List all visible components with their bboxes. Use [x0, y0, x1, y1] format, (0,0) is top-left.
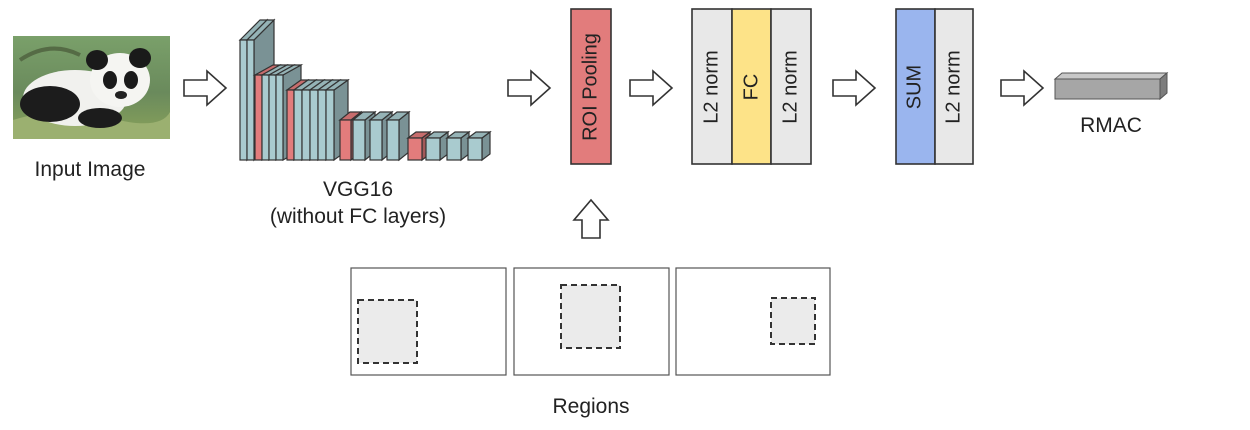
vgg-layer — [286, 89, 295, 161]
vgg-layer — [317, 89, 327, 161]
flow-arrows — [183, 69, 1045, 239]
vgg-layer — [425, 137, 441, 161]
input-panda-image — [13, 36, 170, 139]
arrow-right-icon — [507, 69, 552, 107]
vgg-layer — [339, 119, 352, 161]
fc-label: FC — [740, 73, 763, 101]
vgg-layer — [446, 137, 462, 161]
roi-pooling-label: ROI Pooling — [579, 33, 602, 141]
regions-label: Regions — [552, 395, 630, 418]
region-panels — [350, 267, 831, 376]
vgg-layer — [325, 89, 335, 161]
rmac-vector — [1053, 71, 1169, 101]
l2-norm-label: L2 norm — [942, 50, 965, 124]
normalization-fc-block — [691, 8, 812, 165]
arrow-right-icon — [629, 69, 674, 107]
sum-label: SUM — [903, 64, 926, 110]
vgg-layer — [407, 137, 423, 161]
region-box — [560, 284, 621, 349]
vgg-layer — [239, 39, 248, 161]
input-image-label: Input Image — [34, 158, 146, 181]
rmac-label: RMAC — [1080, 114, 1142, 137]
region-box — [357, 299, 418, 364]
arrow-right-icon — [1000, 69, 1045, 107]
vgg-layer — [386, 119, 400, 161]
vgg-layer — [268, 74, 277, 161]
vgg-layer — [261, 74, 270, 161]
vgg-layer — [246, 39, 255, 161]
l2-norm-label: L2 norm — [700, 50, 723, 124]
vgg16-sublabel: (without FC layers) — [269, 205, 447, 228]
vgg16-label: VGG16 — [322, 178, 394, 201]
vgg-layer — [301, 89, 311, 161]
arrow-right-icon — [183, 69, 228, 107]
arrow-up-icon — [572, 198, 610, 239]
vgg-layer — [467, 137, 483, 161]
vgg-layer — [293, 89, 303, 161]
arrow-right-icon — [832, 69, 877, 107]
vgg-layer — [254, 74, 263, 161]
vgg-layer — [352, 119, 366, 161]
sum-norm-block — [895, 8, 974, 165]
vgg-layer — [309, 89, 319, 161]
region-box — [770, 297, 816, 345]
l2-norm-label: L2 norm — [779, 50, 802, 124]
vgg-layer — [369, 119, 383, 161]
vgg-layer — [275, 74, 284, 161]
vgg16-layer-stack — [238, 18, 492, 162]
roi-pooling-box — [570, 8, 612, 165]
